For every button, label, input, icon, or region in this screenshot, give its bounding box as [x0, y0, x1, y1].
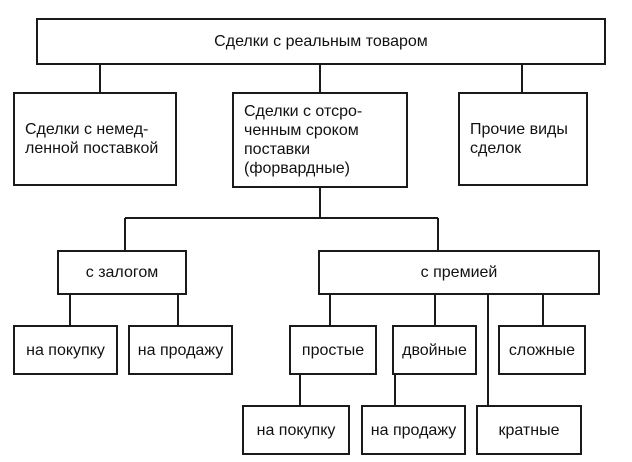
premium-box: с премией — [318, 250, 600, 295]
forward-label: Сделки с отсро- ченным сроком поставки (… — [244, 103, 363, 177]
other-deals-label: Прочие виды сделок — [470, 121, 568, 157]
complex-box: сложные — [498, 325, 586, 375]
simple-buy-label: на покупку — [256, 421, 336, 439]
double-label: двойные — [402, 341, 467, 359]
simple-buy-box: на покупку — [242, 405, 350, 455]
double-box: двойные — [392, 325, 477, 375]
pledge-label: с залогом — [85, 264, 159, 281]
simple-box: простые — [289, 325, 377, 375]
multiple-box: кратные — [476, 405, 582, 455]
simple-sell-box: на продажу — [361, 405, 466, 455]
multiple-label: кратные — [498, 421, 560, 439]
pledge-box: с залогом — [57, 250, 187, 295]
root-box: Сделки с реальным товаром — [36, 18, 606, 65]
immediate-delivery-box: Сделки с немед- ленной поставкой — [13, 92, 177, 186]
pledge-sell-box: на продажу — [128, 325, 233, 375]
premium-label: с премией — [420, 264, 498, 281]
forward-box: Сделки с отсро- ченным сроком поставки (… — [232, 92, 408, 188]
simple-sell-label: на продажу — [370, 421, 457, 439]
immediate-delivery-label: Сделки с немед- ленной поставкой — [25, 121, 159, 157]
other-deals-box: Прочие виды сделок — [458, 92, 588, 186]
pledge-sell-label: на продажу — [137, 341, 224, 359]
root-label: Сделки с реальным товаром — [214, 33, 428, 50]
simple-label: простые — [301, 341, 365, 359]
complex-label: сложные — [508, 341, 576, 359]
pledge-buy-label: на покупку — [26, 341, 105, 359]
pledge-buy-box: на покупку — [13, 325, 118, 375]
